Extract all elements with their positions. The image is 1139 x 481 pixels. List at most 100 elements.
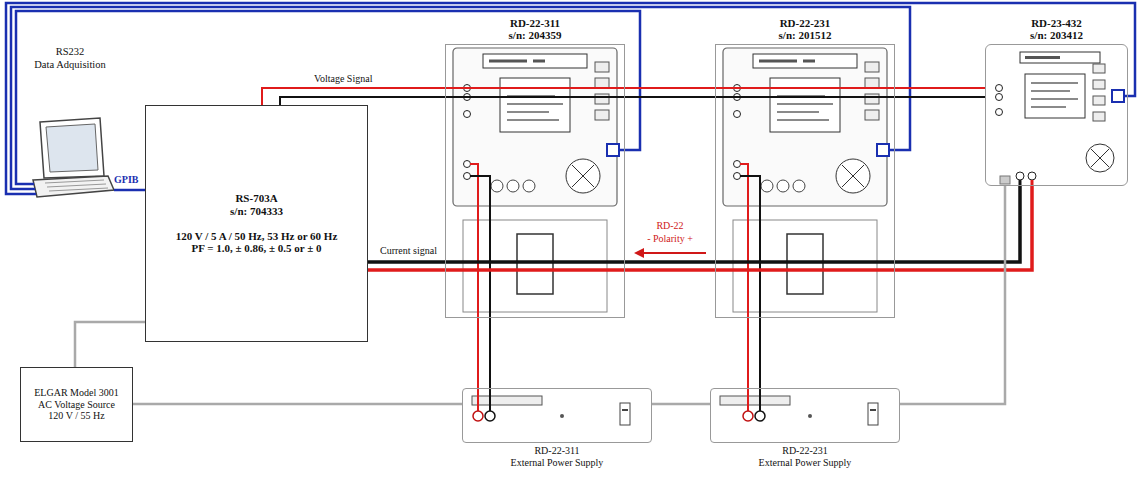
device-detail: External Power Supply (443, 457, 671, 469)
psu-terminal (473, 411, 483, 421)
meter-button (1093, 64, 1105, 73)
label-holder: GPIB (114, 174, 138, 186)
power-meter: RD-22-231s/n: 201512 (715, 44, 895, 318)
wire (747, 318, 749, 388)
annotation: Data Adquisition (20, 59, 120, 71)
terminal (1016, 172, 1024, 180)
annotation: RS232 (20, 46, 120, 58)
wire (262, 88, 985, 105)
device-detail: External Power Supply (691, 457, 919, 469)
wire (759, 318, 761, 388)
device-detail: 120 V / 5 A / 50 Hz, 53 Hz or 60 Hz (176, 230, 338, 243)
wire-connector (368, 186, 1032, 270)
device-detail: s/n: 201512 (686, 29, 924, 42)
device-detail: s/n: 204359 (416, 29, 654, 42)
device-name: RD-23-432 (956, 17, 1139, 30)
display-lines (1031, 83, 1078, 107)
power-supply: RD-22-311External Power Supply (462, 388, 652, 443)
wire (280, 97, 985, 105)
power-inlet (1000, 176, 1010, 184)
wire-connector (900, 186, 1005, 404)
device-detail: s/n: 704333 (230, 205, 283, 218)
meter-button (1093, 80, 1105, 89)
instrument-box: RS-703As/n: 704333 120 V / 5 A / 50 Hz, 5… (145, 105, 368, 342)
wire (368, 186, 1020, 262)
laptop-keys (45, 180, 108, 191)
label-holder: RS232 (20, 46, 120, 58)
wire-connector (478, 318, 490, 388)
text-block: RD-22-311External Power Supply (443, 445, 671, 468)
signal-label: Current signal (378, 245, 439, 257)
meter-button (1093, 112, 1105, 121)
edge-label-holder: Voltage Signal (312, 73, 374, 85)
wire (368, 186, 1032, 270)
meter-logo-bar (1020, 52, 1100, 63)
meter-display (1025, 74, 1085, 118)
device-name: RS-703A (235, 192, 277, 205)
wire (652, 403, 710, 406)
signal-label: Voltage Signal (312, 73, 374, 85)
wire-connector (133, 404, 462, 405)
polarity-arrow (642, 252, 706, 254)
wire (133, 403, 462, 406)
text-block: RD-22-231s/n: 201512 (686, 17, 924, 42)
power-meter: RD-22-311s/n: 204359 (445, 44, 625, 318)
wire-connector (75, 322, 145, 367)
psu-face (472, 396, 630, 425)
psu-stub-black (489, 388, 491, 411)
wire (489, 318, 491, 388)
psu-terminal (755, 411, 765, 421)
polarity-arrowhead (634, 248, 644, 258)
connectors (75, 88, 1032, 404)
psu-terminal (743, 411, 753, 421)
terminal (996, 85, 1003, 92)
device-detail: PF = 1.0, ± 0.86, ± 0.5 or ± 0 (191, 242, 321, 255)
text-block: RS-703As/n: 704333 120 V / 5 A / 50 Hz, 5… (176, 192, 338, 255)
device-name: RD-22-311 (416, 17, 654, 30)
meter-logo-mark (1025, 56, 1060, 59)
wire (280, 97, 445, 105)
edge-label-holder: Current signal (378, 245, 439, 257)
text-block: RD-22-311s/n: 204359 (416, 17, 654, 42)
annotation: RD-22 (625, 220, 715, 232)
wire-connector (652, 404, 710, 405)
label-holder: Data Adquisition (20, 59, 120, 71)
psu-stub-red (747, 388, 749, 411)
annotation: - Polarity + (625, 233, 715, 245)
wire-connector (748, 318, 760, 388)
psu-stub-red (477, 388, 479, 411)
laptop-screen (46, 124, 98, 172)
gpib-cable (114, 189, 145, 192)
psu-terminal (485, 411, 495, 421)
psu-wire-black (470, 176, 490, 318)
text-block: RD-22-231External Power Supply (691, 445, 919, 468)
power-meter: RD-23-432s/n: 203412 (985, 44, 1128, 186)
psu-wire-red (740, 164, 748, 318)
wire-connector (262, 88, 985, 105)
dial-cross (1091, 149, 1109, 167)
wire (280, 97, 715, 105)
label-holder: - Polarity + (625, 233, 715, 245)
terminal (996, 109, 1003, 116)
psu-face (720, 396, 878, 425)
psu-stub-black (759, 388, 761, 411)
psu-wire-black (740, 176, 760, 318)
meter-dial (1086, 144, 1114, 172)
label-holder: RD-22 (625, 220, 715, 232)
wire (900, 186, 1005, 404)
laptop-lid (40, 118, 104, 178)
device-name: ELGAR Model 3001 AC Voltage Source 120 V… (32, 387, 122, 422)
serial-port (1112, 90, 1124, 102)
text-block: ELGAR Model 3001 AC Voltage Source 120 V… (32, 387, 122, 422)
device-name: RD-22-311 (443, 445, 671, 457)
laptop-base (33, 176, 114, 197)
wire (75, 322, 145, 367)
text-block: RD-23-432s/n: 203412 (956, 17, 1139, 42)
power-supply: RD-22-231External Power Supply (710, 388, 900, 443)
device-detail: s/n: 203412 (956, 29, 1139, 42)
terminal (996, 94, 1003, 101)
bus-name: GPIB (114, 174, 138, 186)
meter-button (1093, 96, 1105, 105)
device-name: RD-22-231 (686, 17, 924, 30)
